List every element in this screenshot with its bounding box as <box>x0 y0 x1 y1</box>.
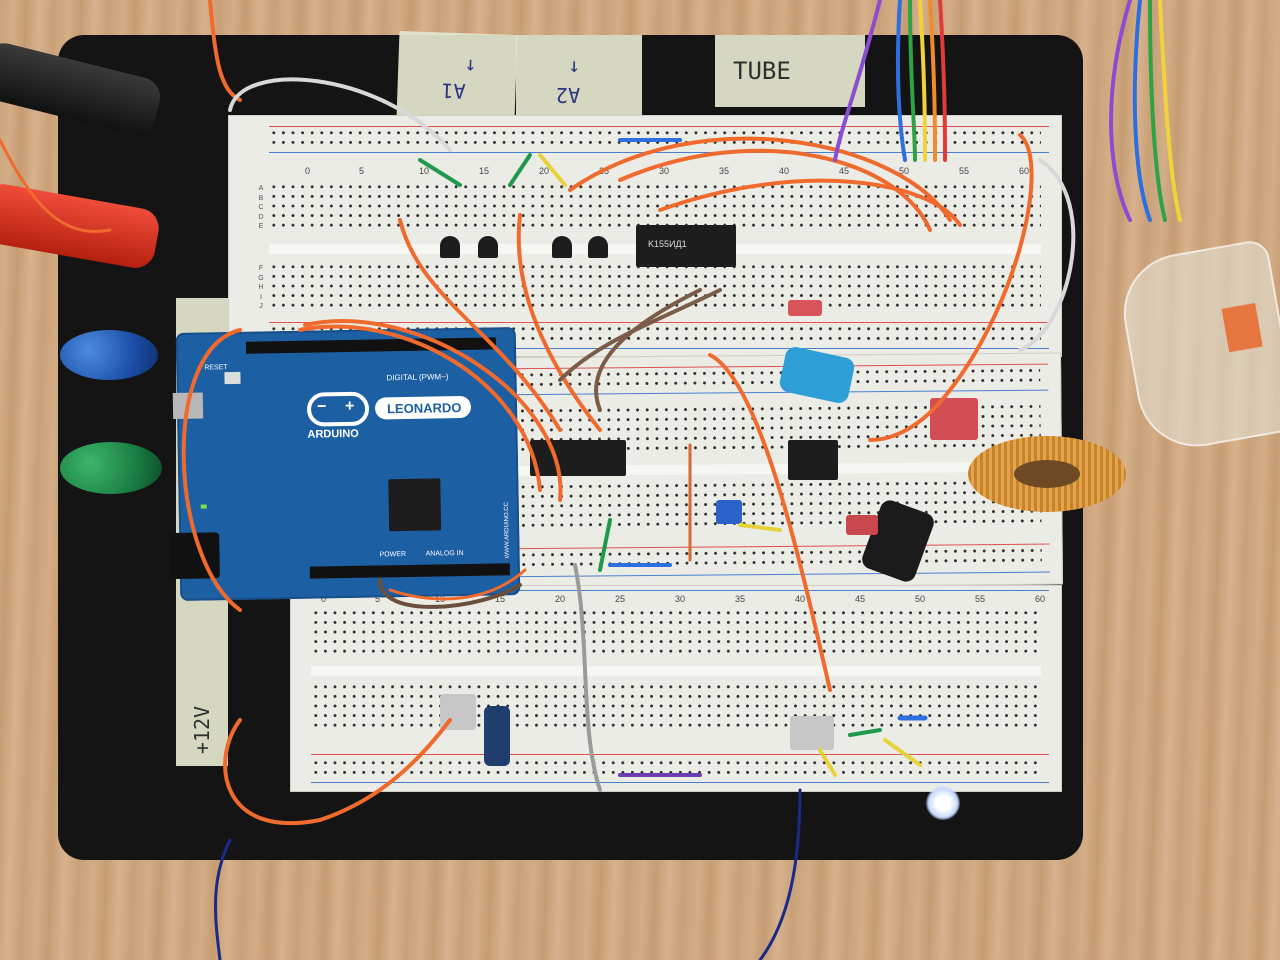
column-number: 5 <box>375 594 381 604</box>
column-number: 55 <box>959 166 970 176</box>
transistor <box>588 236 608 258</box>
green-jumper <box>598 518 612 572</box>
white-led <box>926 786 960 820</box>
column-number: 35 <box>735 594 746 604</box>
ribbon-wire-green <box>908 0 917 162</box>
yellow-jumper <box>538 153 567 187</box>
column-number: 35 <box>719 166 730 176</box>
column-number: 40 <box>795 594 806 604</box>
transistor <box>478 236 498 258</box>
column-number: 15 <box>495 594 506 604</box>
green-jumper <box>848 728 882 737</box>
ribbon-wire-blue <box>1132 0 1152 222</box>
ic-chip-middle-right <box>788 440 838 480</box>
ribbon-wire-yellow <box>1158 0 1182 222</box>
tape-label-tube: TUBE <box>715 35 865 107</box>
ribbon-wire-red <box>938 0 947 162</box>
blue-banana-jack[interactable] <box>60 330 158 380</box>
column-number: 20 <box>555 594 566 604</box>
ribbon-wire-blue <box>895 0 907 162</box>
column-number: 50 <box>899 166 910 176</box>
orange-wire <box>208 0 242 102</box>
ribbon-wire-orange <box>928 0 937 162</box>
column-number: 10 <box>419 166 430 176</box>
grey-wire <box>228 77 452 152</box>
brown-wire <box>558 288 722 382</box>
column-number: 0 <box>321 594 327 604</box>
chip-marking: K155ИД1 <box>648 239 687 249</box>
column-number: 0 <box>305 166 311 176</box>
yellow-jumper <box>883 738 922 767</box>
yellow-jumper <box>738 523 782 532</box>
film-capacitor-red <box>788 300 822 316</box>
orange-wire <box>181 328 242 612</box>
column-number: 60 <box>1035 594 1046 604</box>
column-number: 60 <box>1019 166 1030 176</box>
column-number: 25 <box>615 594 626 604</box>
column-number: 15 <box>479 166 490 176</box>
orange-wire <box>658 178 962 227</box>
orange-wire <box>398 218 562 432</box>
electrolytic-capacitor-small <box>484 706 510 766</box>
brown-wire <box>378 578 522 609</box>
trimmer-potentiometer <box>716 500 742 524</box>
brown-wire <box>594 288 702 412</box>
grey-wire <box>1018 158 1076 352</box>
k155id1-nixie-driver-chip: K155ИД1 <box>636 225 736 267</box>
film-capacitor-red <box>846 515 878 535</box>
ribbon-wire-purple <box>833 0 882 162</box>
column-number: 30 <box>675 594 686 604</box>
column-number: 45 <box>855 594 866 604</box>
green-banana-jack[interactable] <box>60 442 162 494</box>
ic-chip-middle-left <box>530 440 626 476</box>
grey-wire <box>573 563 602 792</box>
blue-wire <box>214 838 232 960</box>
breadboard-lower: 0 5 10 15 20 25 30 35 40 45 50 55 60 <box>290 585 1062 792</box>
orange-wire <box>868 133 1034 442</box>
orange-wire <box>303 319 563 502</box>
toroid-inductor <box>968 436 1126 512</box>
green-jumper <box>418 158 462 187</box>
orange-wire <box>568 136 952 222</box>
blue-wire <box>758 788 802 960</box>
tape-label-a2: A2 ↓ <box>516 35 642 118</box>
column-number: 55 <box>975 594 986 604</box>
column-number: 20 <box>539 166 550 176</box>
orange-wire <box>388 568 527 601</box>
voltage-regulator <box>790 716 834 750</box>
tape-text-tube: TUBE <box>733 57 791 85</box>
arrow-down-icon: ↓ <box>568 53 581 77</box>
column-number: 45 <box>839 166 850 176</box>
ribbon-wire-yellow <box>918 0 927 162</box>
orange-wire <box>708 353 832 692</box>
transistor <box>440 236 460 258</box>
orange-wire <box>516 213 602 432</box>
orange-wire <box>618 148 932 232</box>
orange-wire <box>0 138 112 233</box>
column-number: 40 <box>779 166 790 176</box>
green-jumper <box>508 153 532 187</box>
column-number: 50 <box>915 594 926 604</box>
transistor <box>552 236 572 258</box>
orange-wire <box>223 718 452 826</box>
ribbon-wire-green <box>1148 0 1167 222</box>
column-number: 5 <box>359 166 365 176</box>
orange-wire <box>298 324 542 492</box>
yellow-jumper <box>818 748 837 777</box>
ribbon-wire-purple <box>1109 0 1132 222</box>
column-number: 30 <box>659 166 670 176</box>
